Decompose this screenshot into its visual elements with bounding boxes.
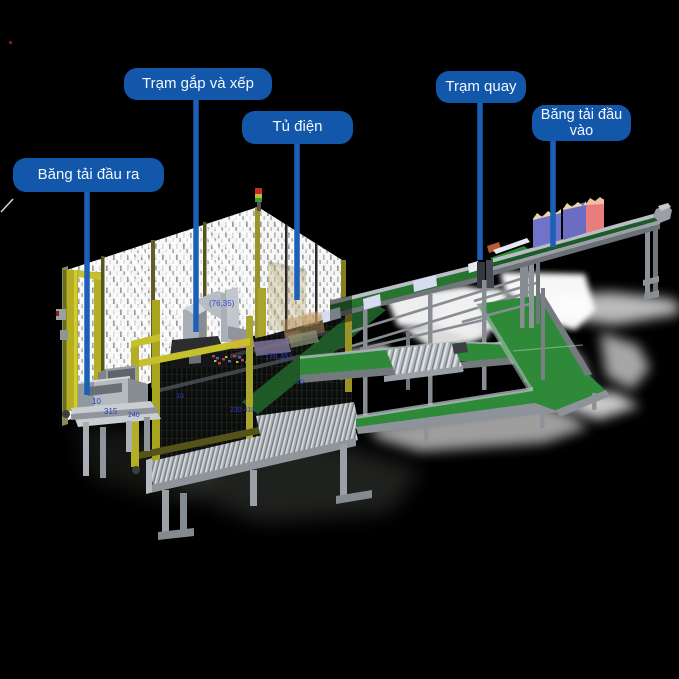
svg-text:240: 240 (128, 412, 140, 419)
svg-text:230 410: 230 410 (230, 407, 255, 414)
svg-text:315: 315 (104, 407, 118, 416)
svg-text:10: 10 (176, 393, 184, 400)
svg-text:(76,35): (76,35) (266, 352, 292, 361)
svg-text:(76,35): (76,35) (209, 299, 235, 308)
svg-text:10: 10 (92, 397, 101, 406)
svg-text:10: 10 (296, 379, 304, 386)
